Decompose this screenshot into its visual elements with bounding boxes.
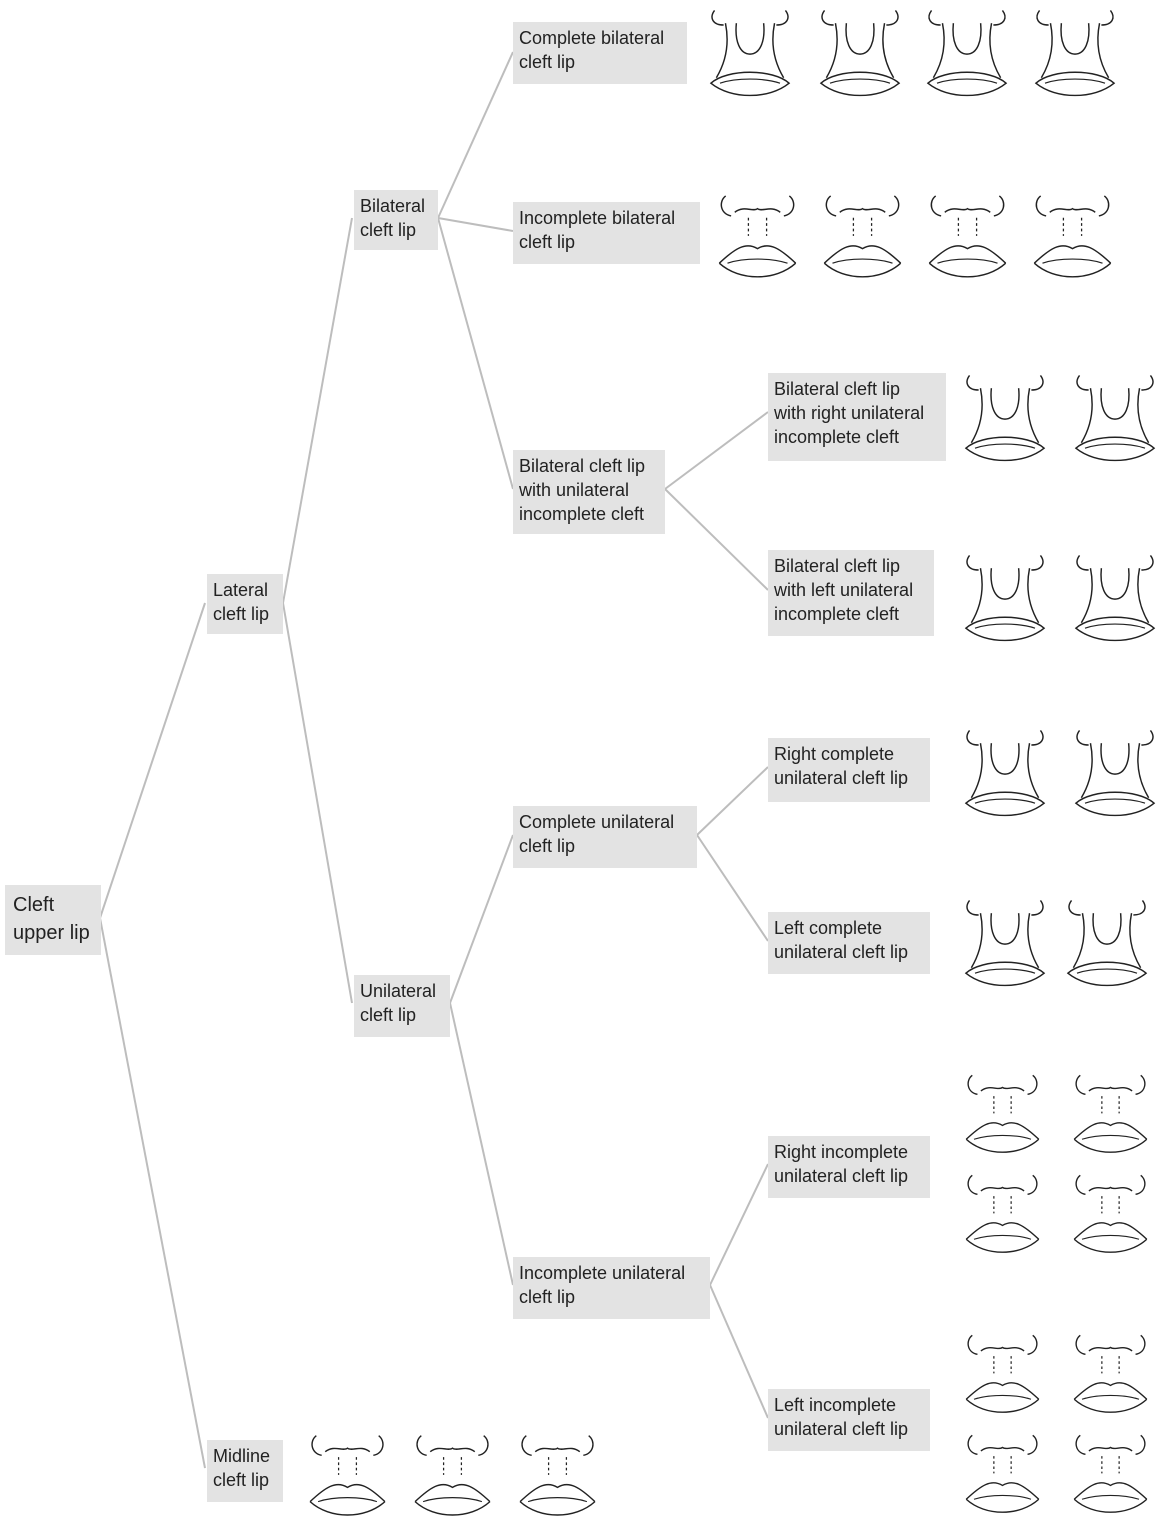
- connector-bilateral-with-unilateral: [437, 217, 514, 490]
- connector-bwu-left: [664, 488, 769, 591]
- lip-sketch-icon: [1073, 1334, 1148, 1413]
- lip-sketch-icon: [718, 195, 797, 278]
- lip-sketch-icon: [519, 1434, 596, 1516]
- node-complete-bilateral: Complete bilateral cleft lip: [513, 22, 687, 84]
- lip-sketch-icon: [710, 9, 790, 97]
- connector-root-lateral: [99, 602, 206, 919]
- lip-sketch-icon: [965, 1174, 1040, 1253]
- lip-sketch-icon: [928, 195, 1007, 278]
- lip-sketch-icon: [820, 9, 900, 97]
- lip-sketch-icon: [965, 1434, 1040, 1513]
- node-bilateral-cleft-lip: Bilateral cleft lip: [354, 190, 438, 250]
- lip-sketch-icon: [1073, 1074, 1148, 1153]
- lip-sketch-icon: [965, 554, 1045, 642]
- lip-sketch-icon: [309, 1434, 386, 1516]
- node-unilateral-cleft-lip: Unilateral cleft lip: [354, 975, 450, 1037]
- connector-cu-right: [696, 766, 769, 836]
- connector-iu-left: [709, 1284, 769, 1419]
- lip-sketch-icon: [1067, 899, 1147, 987]
- connector-unilateral-complete: [449, 834, 514, 1004]
- lip-sketch-icon: [414, 1434, 491, 1516]
- node-complete-unilateral: Complete unilateral cleft lip: [513, 806, 697, 868]
- lip-sketch-icon: [965, 1334, 1040, 1413]
- node-incomplete-unilateral: Incomplete unilateral cleft lip: [513, 1257, 710, 1319]
- lip-sketch-icon: [965, 899, 1045, 987]
- node-right-complete: Right complete unilateral cleft lip: [768, 738, 930, 802]
- lip-sketch-icon: [1033, 195, 1112, 278]
- node-bilateral-with-unilateral-incomplete: Bilateral cleft lip with unilateral inco…: [513, 450, 665, 534]
- lip-sketch-icon: [1075, 729, 1155, 817]
- connector-root-midline: [99, 917, 206, 1469]
- node-incomplete-bilateral: Incomplete bilateral cleft lip: [513, 202, 700, 264]
- lip-sketch-icon: [823, 195, 902, 278]
- connector-lateral-bilateral: [282, 217, 353, 604]
- lip-sketch-icon: [965, 1074, 1040, 1153]
- lip-sketch-icon: [1075, 374, 1155, 462]
- node-left-complete: Left complete unilateral cleft lip: [768, 912, 930, 974]
- lip-sketch-icon: [1075, 554, 1155, 642]
- lip-sketch-icon: [965, 729, 1045, 817]
- connector-lines: [99, 51, 769, 1469]
- connector-cu-left: [696, 834, 769, 942]
- node-cleft-upper-lip: Cleft upper lip: [5, 885, 101, 955]
- node-bilateral-left-incomplete: Bilateral cleft lip with left unilateral…: [768, 550, 934, 636]
- lip-sketch-icon: [1035, 9, 1115, 97]
- lip-sketch-icon: [927, 9, 1007, 97]
- connector-lateral-unilateral: [282, 602, 353, 1004]
- connector-iu-right: [709, 1163, 769, 1286]
- node-right-incomplete: Right incomplete unilateral cleft lip: [768, 1136, 930, 1198]
- node-lateral-cleft-lip: Lateral cleft lip: [207, 574, 283, 634]
- node-midline-cleft-lip: Midline cleft lip: [207, 1440, 283, 1502]
- lip-sketch-icon: [965, 374, 1045, 462]
- connector-bilateral-incomplete: [437, 217, 514, 232]
- lip-sketch-icon: [1073, 1434, 1148, 1513]
- connector-bwu-right: [664, 411, 769, 490]
- node-bilateral-right-incomplete: Bilateral cleft lip with right unilatera…: [768, 373, 946, 461]
- connector-unilateral-incomplete: [449, 1002, 514, 1286]
- node-left-incomplete: Left incomplete unilateral cleft lip: [768, 1389, 930, 1451]
- lip-sketch-icon: [1073, 1174, 1148, 1253]
- connector-bilateral-complete: [437, 51, 514, 219]
